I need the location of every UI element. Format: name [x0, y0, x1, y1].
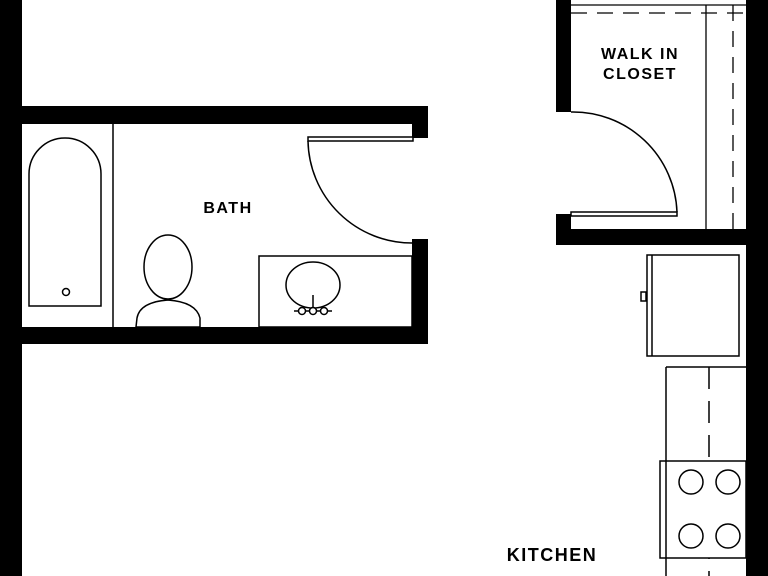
tub-basin [28, 137, 102, 307]
vanity-counter [258, 255, 413, 328]
closet-door-swing-icon [570, 111, 678, 213]
toilet-tank [135, 299, 201, 328]
bathtub-icon [28, 124, 114, 327]
fridge-handle [640, 291, 647, 302]
fridge-body [646, 254, 740, 357]
bath-right-wall-upper [412, 106, 428, 138]
tub-drain [61, 287, 71, 297]
closet-shelving [571, 4, 746, 229]
left-wall [0, 0, 22, 576]
bath-door [307, 136, 414, 244]
closet-left-wall-upper [556, 0, 571, 112]
faucet-knob-right [319, 306, 329, 316]
closet-door [570, 111, 678, 217]
kitchen-label: KITCHEN [507, 545, 598, 565]
stove-icon [659, 460, 747, 559]
right-wall [746, 0, 768, 576]
closet-label-line1: WALK IN [601, 46, 679, 63]
sink-icon [258, 255, 413, 328]
burner-bottom-right [715, 523, 741, 549]
closet-label-line2: CLOSET [603, 66, 677, 83]
refrigerator-icon [640, 254, 740, 357]
toilet-icon [135, 234, 201, 328]
faucet-knob-center [308, 306, 318, 316]
burner-top-right [715, 469, 741, 495]
closet-door-leaf [570, 211, 678, 217]
bath-top-wall [0, 106, 428, 124]
burner-bottom-left [678, 523, 704, 549]
bath-label: BATH [203, 200, 252, 217]
faucet-knob-left [297, 306, 307, 316]
bath-door-leaf [307, 136, 414, 142]
toilet-bowl [143, 234, 193, 300]
bath-right-wall-lower [412, 239, 428, 344]
burner-top-left [678, 469, 704, 495]
closet-bottom-wall [556, 229, 768, 245]
door-swing-icon [307, 140, 413, 244]
bath-bottom-wall [0, 327, 428, 344]
